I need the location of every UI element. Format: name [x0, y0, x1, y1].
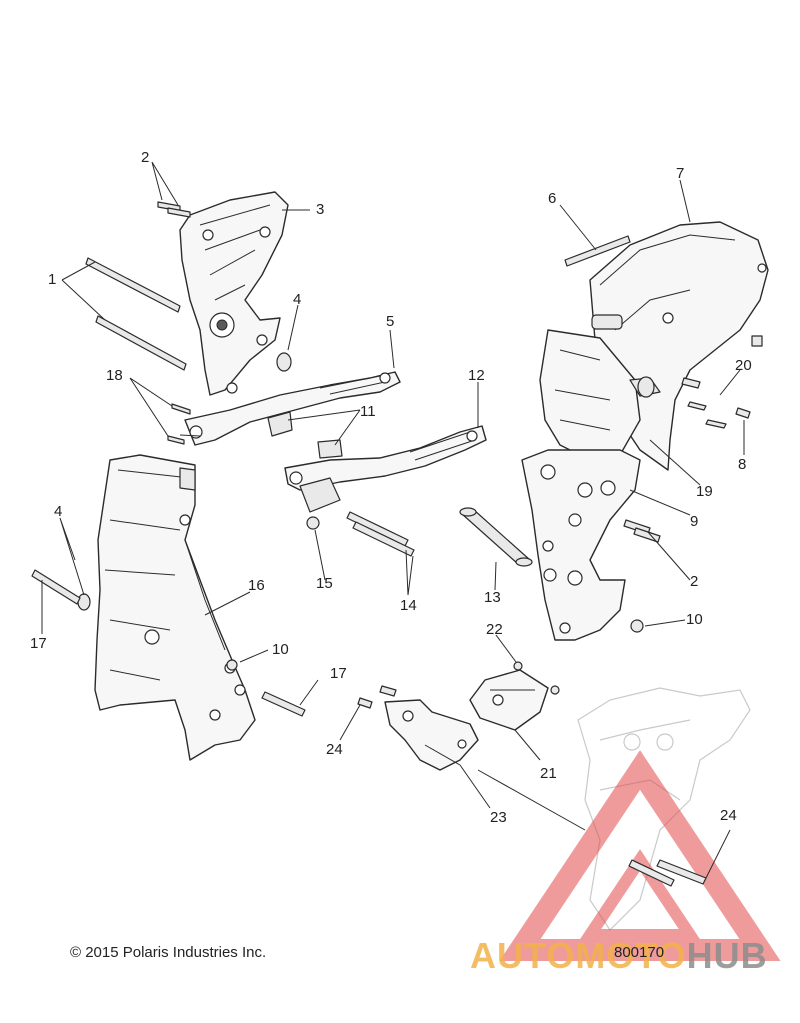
- part-15-nut: [306, 516, 320, 530]
- callout-17-right: 17: [330, 665, 347, 682]
- callout-20: 20: [735, 357, 752, 374]
- callout-2-upper: 2: [141, 149, 149, 166]
- callout-19: 19: [696, 483, 713, 500]
- part-12-lower-link-arm: [284, 425, 487, 513]
- part-11-bushing: [317, 439, 343, 459]
- callout-13: 13: [484, 589, 501, 606]
- callout-8: 8: [738, 456, 746, 473]
- part-13-pivot-pin: [459, 507, 533, 567]
- part-8-screw: [735, 407, 751, 419]
- callout-2-lower: 2: [690, 573, 698, 590]
- callout-9: 9: [690, 513, 698, 530]
- part-20-fasteners: [681, 335, 763, 429]
- part-9-rear-side-bracket: [521, 449, 641, 641]
- part-24-bolts: [357, 685, 707, 887]
- part-21-mount-bracket: [469, 669, 560, 731]
- part-2-bolts-upper: [157, 201, 191, 218]
- part-18-small-bolts: [167, 403, 191, 445]
- callout-16: 16: [248, 577, 265, 594]
- callout-1: 1: [48, 271, 56, 288]
- watermark-text: AUTOMOTOHUB: [470, 935, 768, 977]
- leader-lines: [41, 161, 745, 879]
- watermark-triangle-logo: [499, 750, 781, 961]
- part-17-bolt-left: [31, 569, 81, 605]
- callout-12: 12: [468, 367, 485, 384]
- callout-6: 6: [548, 190, 556, 207]
- part-1-long-bolts: [85, 257, 187, 371]
- copyright-notice: © 2015 Polaris Industries Inc.: [70, 944, 267, 961]
- callout-23: 23: [490, 809, 507, 826]
- callout-5: 5: [386, 313, 394, 330]
- callout-4-upper: 4: [293, 291, 301, 308]
- callout-22: 22: [486, 621, 503, 638]
- callout-24-right: 24: [720, 807, 737, 824]
- callout-labels: 2 3 1 4 5 18 11 12 6 7 20 8 19 9 2 10 4 …: [30, 149, 752, 826]
- part-23-hanger-bracket: [384, 699, 479, 771]
- part-3-upper-mount-bracket: [179, 191, 289, 396]
- drawing-number: 800170: [614, 944, 665, 961]
- callout-18: 18: [106, 367, 123, 384]
- callout-11: 11: [360, 403, 376, 420]
- callout-24-left: 24: [326, 741, 343, 758]
- part-4-bushing-lower: [77, 593, 91, 611]
- part-2-bolts-lower: [623, 519, 661, 543]
- part-10-nut-front: [226, 659, 238, 671]
- part-6-trim-strip: [564, 235, 631, 267]
- part-14-bolts: [346, 511, 415, 557]
- callout-14: 14: [400, 597, 417, 614]
- callout-17-left: 17: [30, 635, 47, 652]
- callout-4-lower: 4: [54, 503, 62, 520]
- watermark-text-primary: AUTOMOTO: [470, 935, 687, 976]
- callout-10-front: 10: [272, 641, 289, 658]
- watermark-text-secondary: HUB: [686, 935, 768, 976]
- callout-15: 15: [316, 575, 333, 592]
- part-4-bushing-upper: [276, 352, 292, 372]
- callout-21: 21: [540, 765, 557, 782]
- part-5-upper-link-arm: [184, 371, 401, 446]
- part-22-nut: [513, 661, 523, 671]
- callout-7: 7: [676, 165, 684, 182]
- part-10-nut-rear: [630, 619, 644, 633]
- part-17-bolt-right: [261, 691, 306, 717]
- callout-3: 3: [316, 201, 324, 218]
- callout-10-rear: 10: [686, 611, 703, 628]
- part-16-front-frame-cover: [94, 454, 256, 761]
